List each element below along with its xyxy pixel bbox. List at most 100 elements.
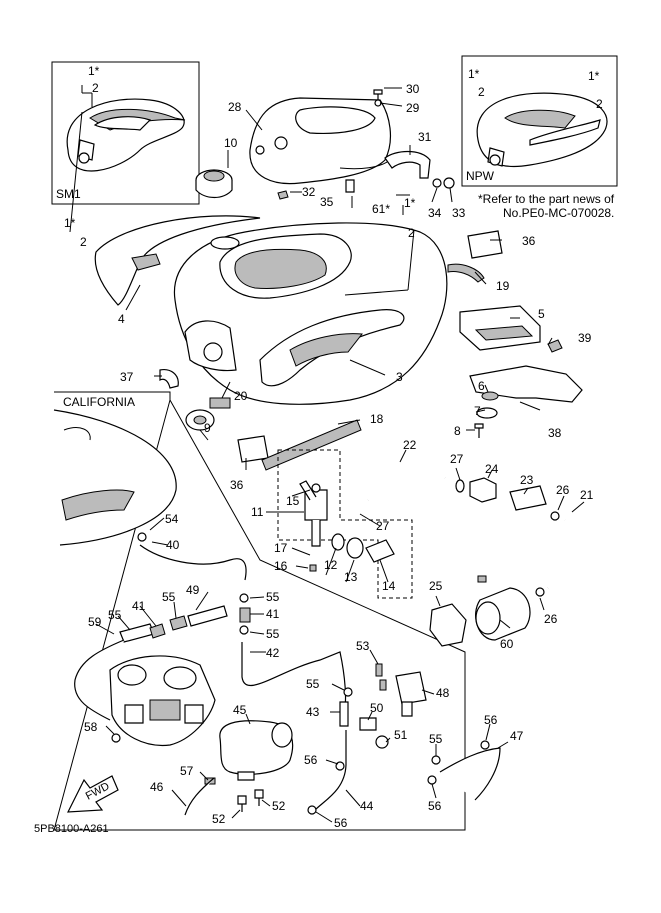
part-50 [359, 717, 377, 731]
npw-label: NPW [466, 169, 495, 183]
callout-21: 21 [580, 488, 594, 502]
npw-mark-1a: 1* [468, 67, 480, 81]
callout-28: 28 [228, 100, 242, 114]
callout-25: 25 [429, 579, 443, 593]
fitting-41b [239, 607, 251, 623]
note-line-1: *Refer to the part news of [478, 192, 615, 206]
callout-23: 23 [520, 473, 534, 487]
damper-6 [481, 391, 499, 401]
callout-38: 38 [548, 426, 562, 440]
diagram-code: 5PB8100-A261 [34, 823, 109, 835]
part-51 [375, 735, 389, 749]
callout-19: 19 [496, 279, 510, 293]
callout-3: 3 [396, 370, 403, 384]
callout-57: 57 [180, 764, 194, 778]
callout-12: 12 [324, 558, 338, 572]
hose-37 [159, 369, 179, 389]
callout-11: 11 [251, 505, 264, 519]
callout-9: 9 [204, 421, 211, 435]
callout-41-a: 41 [132, 599, 146, 613]
fitting-41a [149, 623, 166, 639]
pad-36-top [467, 230, 503, 259]
hose-44 [314, 730, 347, 811]
callout-40: 40 [166, 538, 180, 552]
callout-31: 31 [418, 130, 432, 144]
callout-56-bottom: 56 [334, 816, 348, 830]
hose-22 [367, 463, 446, 501]
callout-1-left: 1* [64, 216, 76, 230]
callout-14: 14 [382, 579, 396, 593]
callout-55-d: 55 [266, 627, 280, 641]
callout-59: 59 [88, 615, 102, 629]
callout-41-b: 41 [266, 607, 280, 621]
callout-48: 48 [436, 686, 450, 700]
hose-40 [139, 544, 247, 581]
bolt-39 [547, 339, 563, 353]
callout-54: 54 [165, 512, 179, 526]
callout-56-lower-right: 56 [428, 799, 442, 813]
callout-44: 44 [360, 799, 374, 813]
bracket-31 [384, 150, 431, 179]
callout-34: 34 [428, 206, 442, 220]
callout-8: 8 [454, 424, 461, 438]
callout-27-right: 27 [450, 452, 464, 466]
hose-47 [439, 747, 501, 801]
callout-27-center: 27 [376, 519, 390, 533]
fuel-tank [173, 222, 448, 405]
valve-43 [339, 701, 349, 727]
part-35-bush [345, 179, 355, 193]
callout-56-center: 56 [304, 753, 318, 767]
callout-22: 22 [403, 438, 417, 452]
fuel-filter-23 [509, 485, 547, 511]
hose-49 [187, 605, 228, 627]
callout-55-f: 55 [429, 732, 443, 746]
callout-35: 35 [320, 195, 334, 209]
hose-46 [184, 777, 215, 816]
callout-32: 32 [302, 185, 316, 199]
emblem-4 [94, 215, 261, 306]
part-32 [277, 190, 289, 200]
callout-55-a: 55 [266, 590, 280, 604]
callout-52-right: 52 [272, 799, 286, 813]
callout-2-left: 2 [80, 235, 87, 249]
callout-46: 46 [150, 780, 164, 794]
npw-mark-2b: 2 [596, 97, 603, 111]
carburetors [109, 655, 216, 747]
callout-7: 7 [474, 404, 481, 418]
fwd-arrow-icon: FWD [66, 775, 119, 813]
callout-58: 58 [84, 720, 98, 734]
pad-36-bottom [237, 435, 269, 463]
callout-36-top: 36 [522, 234, 536, 248]
callout-10: 10 [224, 136, 238, 150]
inset-sm1: 1* 2 SM1 [51, 61, 200, 205]
note-line-2: No.PE0-MC-070028. [503, 206, 614, 220]
part-20 [209, 397, 231, 409]
callout-4: 4 [118, 312, 125, 326]
callout-43: 43 [306, 705, 320, 719]
sm1-label: SM1 [56, 187, 81, 201]
bolt-8 [474, 423, 484, 438]
callout-42: 42 [266, 646, 280, 660]
strip-19 [447, 263, 485, 283]
callout-29: 29 [406, 101, 420, 115]
filter-cap-24 [469, 477, 497, 503]
callout-16: 16 [274, 559, 288, 573]
callout-39: 39 [578, 331, 592, 345]
bolt-52b [254, 789, 264, 806]
callout-50: 50 [370, 701, 384, 715]
callout-55-e: 55 [306, 677, 320, 691]
callout-56-right: 56 [484, 713, 498, 727]
callout-17: 17 [274, 541, 288, 555]
hose-42 [241, 642, 347, 706]
npw-mark-1b: 1* [588, 69, 600, 83]
bracket-25 [429, 603, 467, 647]
callout-47: 47 [510, 729, 524, 743]
callout-18: 18 [370, 412, 384, 426]
callout-61: 61* [372, 202, 390, 216]
callout-37: 37 [120, 370, 134, 384]
bolt-52a [237, 795, 247, 812]
callout-36-bottom: 36 [230, 478, 244, 492]
callout-13: 13 [344, 570, 358, 584]
fuel-pump-60 [475, 575, 531, 641]
